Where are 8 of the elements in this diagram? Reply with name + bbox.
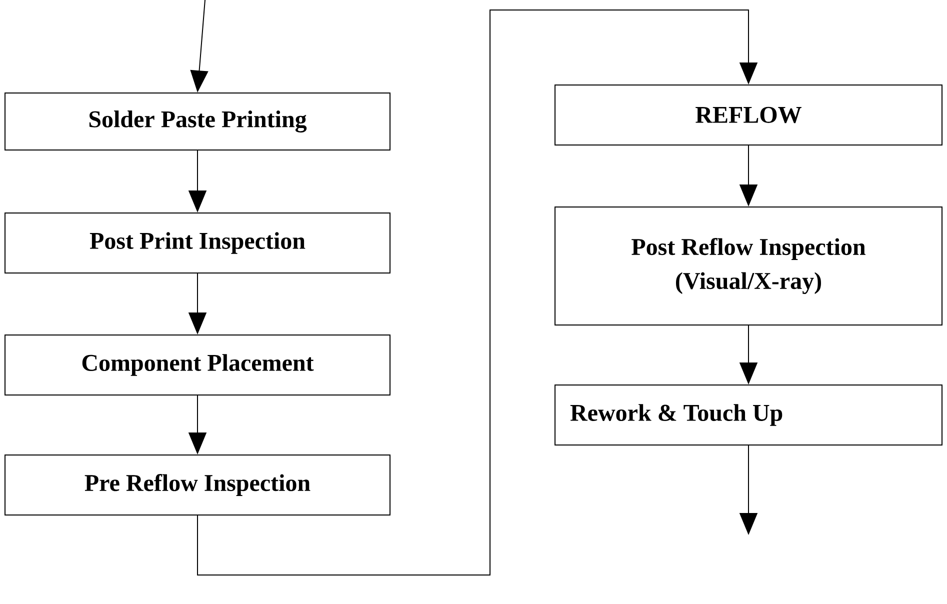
- process-box: Solder Paste Printing: [4, 92, 390, 150]
- process-box: REFLOW: [554, 84, 942, 146]
- arrow: [197, 10, 758, 576]
- process-box: Rework & Touch Up: [554, 384, 942, 446]
- process-box: Pre Reflow Inspection: [4, 454, 390, 516]
- process-box: Post Print Inspection: [4, 212, 390, 274]
- process-box: Component Placement: [4, 334, 390, 396]
- process-box: Post Reflow Inspection (Visual/X-ray): [554, 206, 942, 326]
